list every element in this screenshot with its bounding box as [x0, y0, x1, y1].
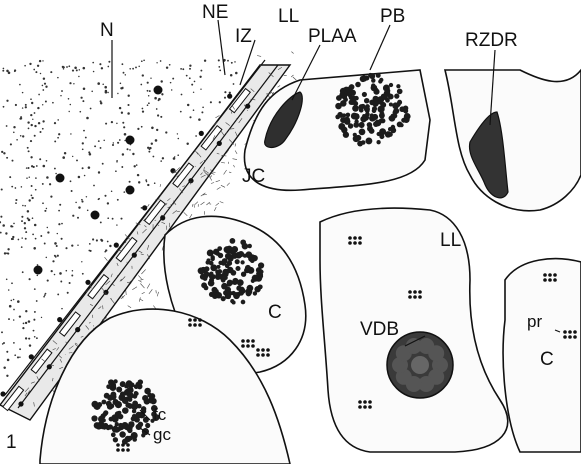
label-pr: pr: [527, 312, 542, 331]
label-c-left: C: [268, 302, 282, 323]
label-vdb: VDB: [360, 319, 399, 340]
label-ll-top: LL: [278, 6, 299, 27]
label-n: N: [100, 20, 114, 41]
label-c-right: C: [540, 349, 554, 370]
label-fc: fc: [153, 405, 167, 424]
label-iz: IZ: [235, 26, 252, 47]
label-jc: JC: [242, 166, 265, 187]
cell-outline-rzdr: [445, 70, 581, 211]
label-plaa: PLAA: [308, 26, 357, 47]
cell-outline-vdb: [320, 208, 508, 452]
label-pb: PB: [380, 6, 405, 27]
panel-number: 1: [6, 432, 17, 453]
label-ll-mid: LL: [440, 230, 461, 251]
label-ne: NE: [202, 2, 228, 23]
label-gc: gc: [153, 425, 171, 444]
vdb-dense-body: [387, 332, 453, 398]
label-rzdr: RZDR: [465, 30, 518, 51]
